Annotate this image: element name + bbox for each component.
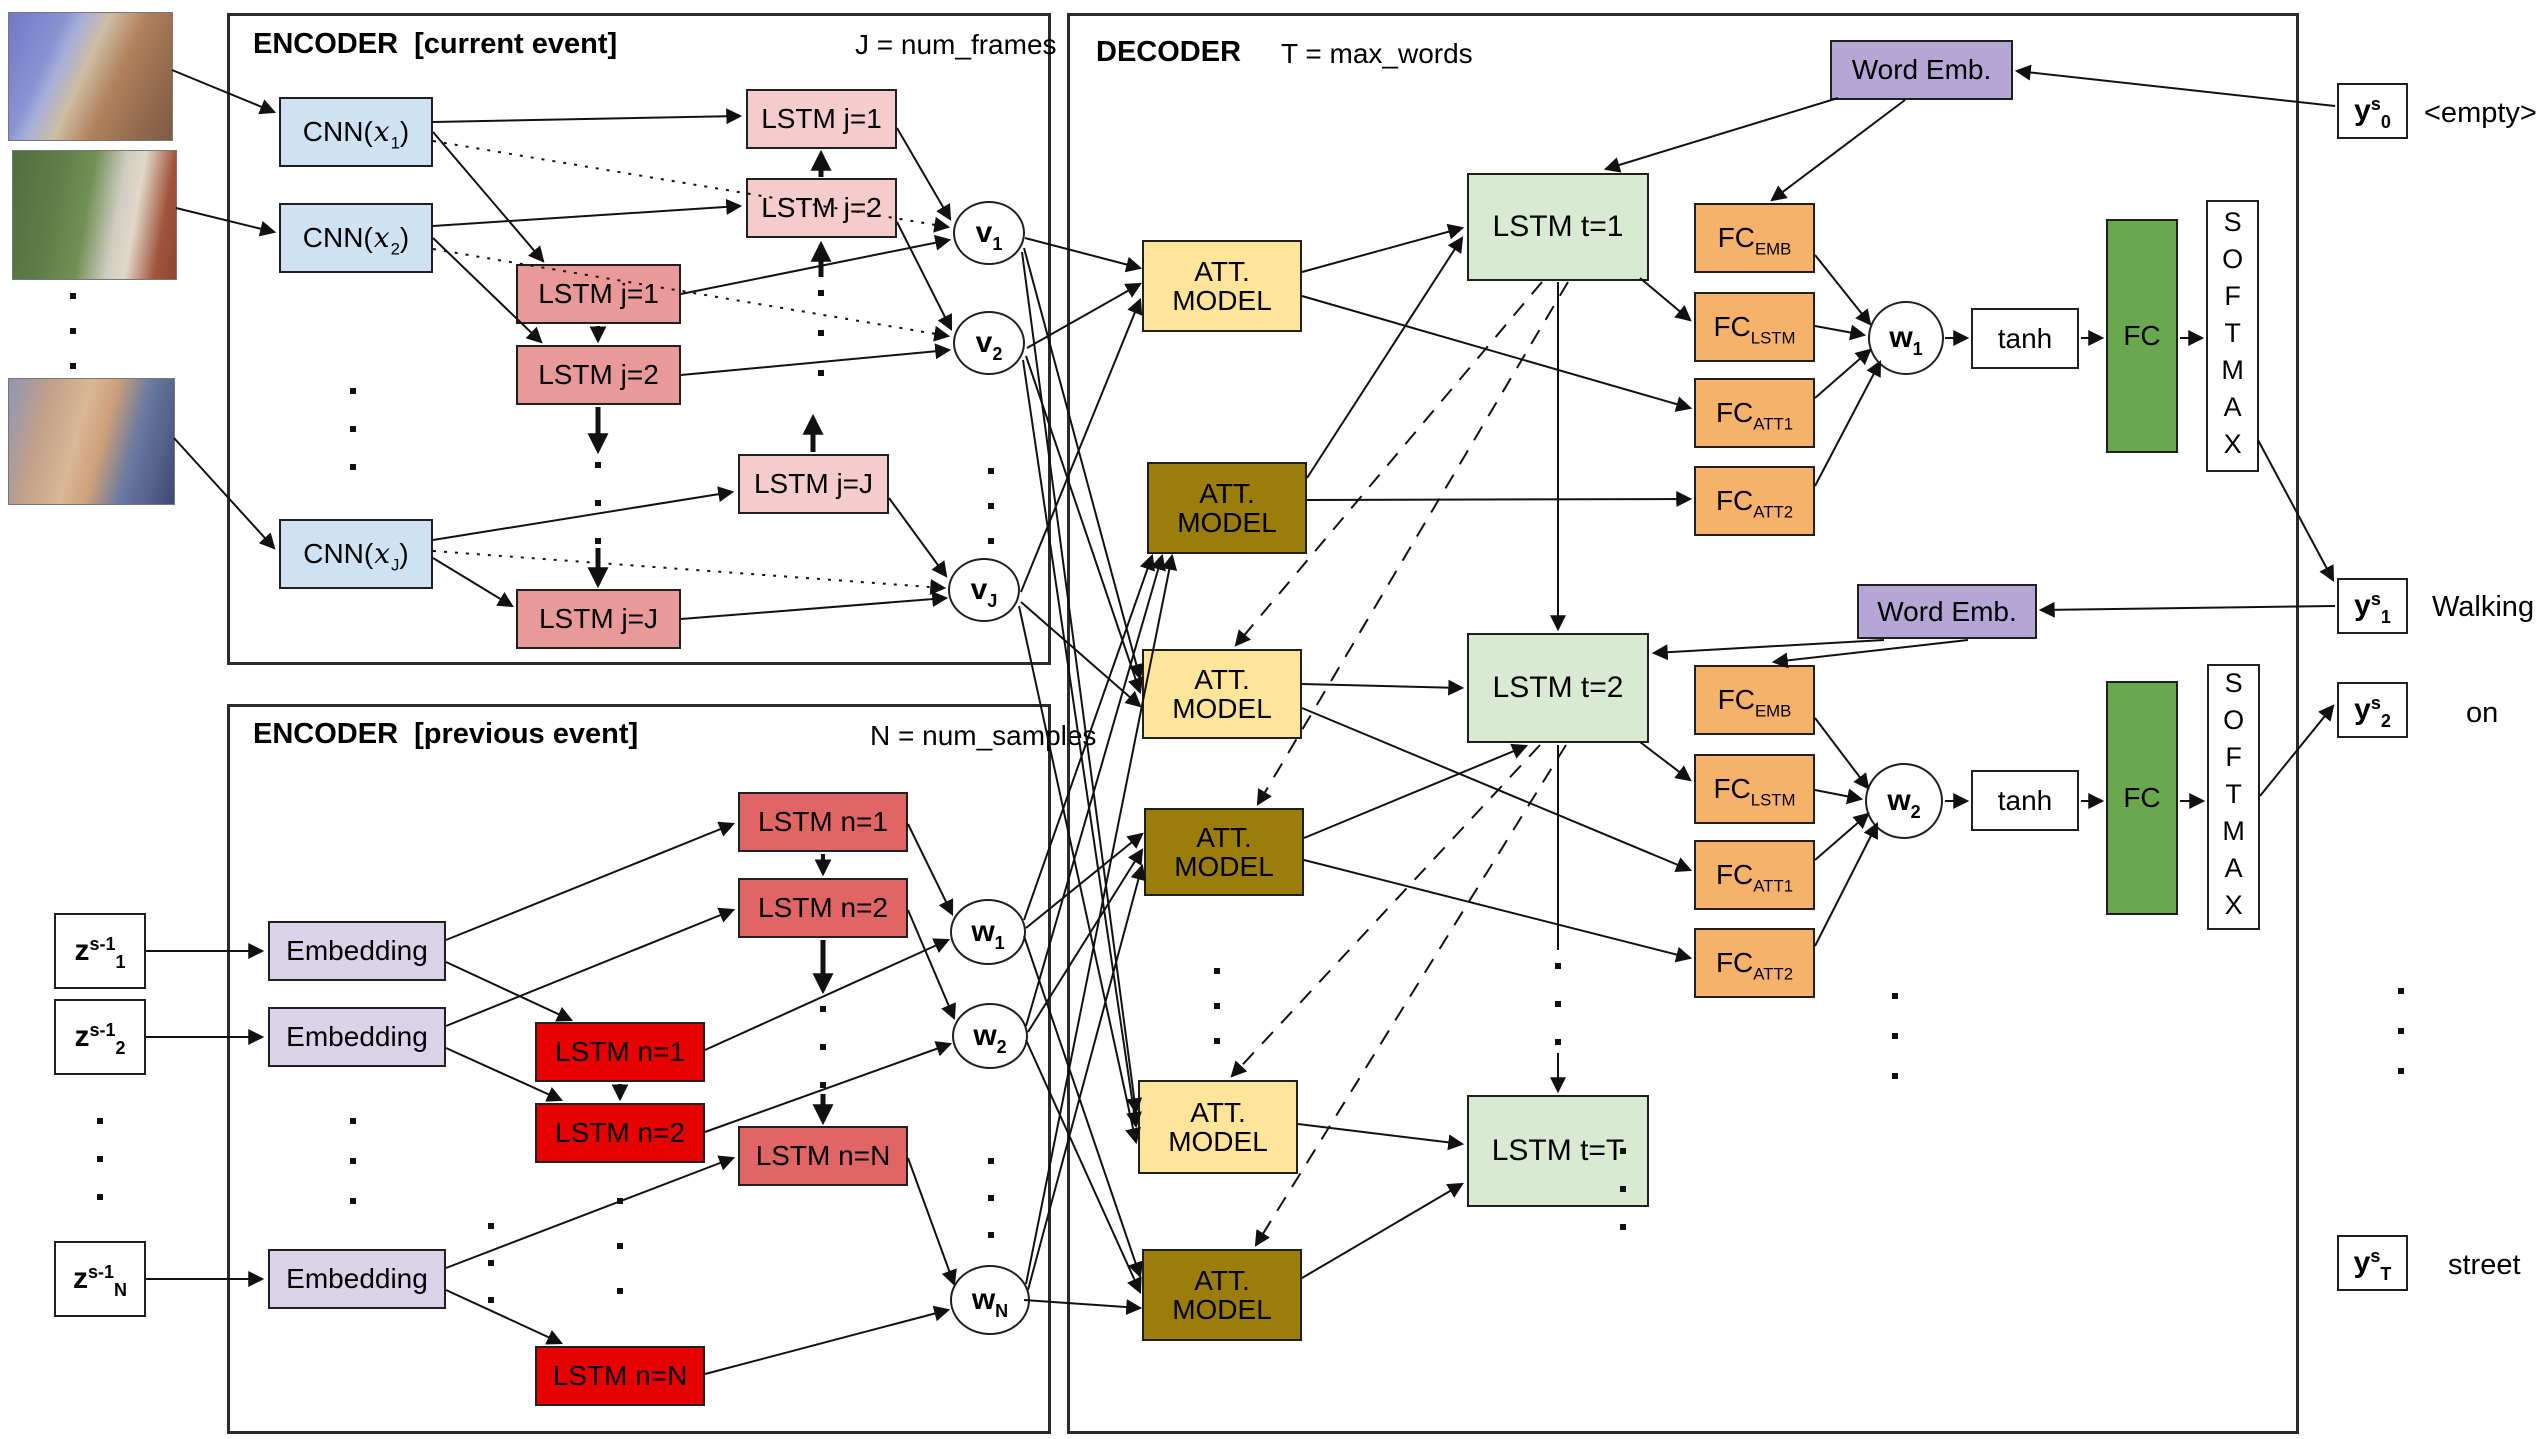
- fc-att2-1-box: FCATT2: [1694, 466, 1815, 536]
- encoder-current-param: J = num_frames: [855, 29, 1057, 60]
- output-word-empty: <empty>: [2424, 97, 2537, 129]
- fc-lstm-2-box: FCLSTM: [1694, 754, 1815, 824]
- lstm-t2-box: LSTM t=2: [1467, 633, 1649, 743]
- vJ-node: vJ: [948, 558, 1020, 622]
- fc-lstm-1-box: FCLSTM: [1694, 292, 1815, 362]
- embedding-N-box: Embedding: [268, 1249, 446, 1309]
- fc-att2-2-box: FCATT2: [1694, 928, 1815, 998]
- att-model-previous-2: ATT.MODEL: [1144, 808, 1304, 896]
- fc-emb-1-box: FCEMB: [1694, 203, 1815, 273]
- lstm-j1-backward-box: LSTM j=1: [746, 89, 897, 149]
- lstm-n1-backward-box: LSTM n=1: [738, 792, 908, 852]
- encoder-previous-pane: [227, 704, 1051, 1434]
- fc-final-2-box: FC: [2106, 681, 2178, 915]
- lstm-tT-box: LSTM t=T: [1467, 1095, 1649, 1207]
- embedding-2-box: Embedding: [268, 1007, 446, 1067]
- decoder-pane: [1067, 13, 2299, 1434]
- tanh-1-box: tanh: [1971, 308, 2079, 369]
- fc-att1-2-box: FCATT1: [1694, 840, 1815, 910]
- v2-node: v2: [953, 311, 1025, 375]
- cnn-x2-box: CNN(x2): [279, 203, 433, 273]
- lstm-nN-backward-box: LSTM n=N: [738, 1126, 908, 1186]
- v1-node: v1: [953, 201, 1025, 265]
- z-input-N-box: zs-1N: [54, 1241, 146, 1317]
- att-model-current-2: ATT.MODEL: [1142, 649, 1302, 739]
- video-frame-1: [8, 12, 173, 141]
- fc-emb-2-box: FCEMB: [1694, 665, 1815, 735]
- lstm-nN-forward-box: LSTM n=N: [535, 1346, 705, 1406]
- softmax-2-box: SOFTMAX: [2207, 664, 2260, 930]
- att-model-previous-1: ATT.MODEL: [1147, 462, 1307, 554]
- word-emb-1-box: Word Emb.: [1830, 40, 2013, 100]
- lstm-j2-backward-box: LSTM j=2: [746, 178, 897, 238]
- fc-final-1-box: FC: [2106, 219, 2178, 453]
- video-frame-3: [8, 378, 175, 505]
- z-input-1-box: zs-11: [54, 913, 146, 989]
- output-y0-box: ys0: [2337, 83, 2408, 139]
- z-input-2-box: zs-12: [54, 999, 146, 1075]
- fc-att1-1-box: FCATT1: [1694, 378, 1815, 448]
- output-word-walking: Walking: [2432, 591, 2535, 623]
- output-word-street: street: [2448, 1249, 2521, 1281]
- tanh-2-box: tanh: [1971, 770, 2079, 831]
- word-emb-2-box: Word Emb.: [1857, 584, 2037, 639]
- lstm-jJ-backward-box: LSTM j=J: [738, 454, 889, 514]
- video-frame-2: [12, 150, 177, 280]
- att-model-previous-3: ATT.MODEL: [1142, 1249, 1302, 1341]
- lstm-n2-backward-box: LSTM n=2: [738, 878, 908, 938]
- lstm-n1-forward-box: LSTM n=1: [535, 1022, 705, 1082]
- decoder-param: T = max_words: [1281, 38, 1473, 69]
- lstm-n2-forward-box: LSTM n=2: [535, 1103, 705, 1163]
- decoder-title: DECODER: [1096, 36, 1242, 68]
- output-y1-box: ys1: [2337, 578, 2408, 634]
- softmax-1-box: SOFTMAX: [2206, 200, 2259, 472]
- encoder-previous-title: ENCODER [previous event]: [253, 718, 639, 750]
- output-yT-box: ysT: [2337, 1235, 2408, 1291]
- lstm-t1-box: LSTM t=1: [1467, 173, 1649, 281]
- w2-node: w2: [952, 1003, 1028, 1069]
- output-word-on: on: [2466, 697, 2499, 729]
- embedding-1-box: Embedding: [268, 921, 446, 981]
- lstm-jJ-forward-box: LSTM j=J: [516, 589, 681, 649]
- att-model-current-3: ATT.MODEL: [1138, 1080, 1298, 1174]
- att-model-current-1: ATT.MODEL: [1142, 240, 1302, 332]
- encoder-current-title: ENCODER [current event]: [253, 28, 618, 60]
- lstm-j1-forward-box: LSTM j=1: [516, 264, 681, 324]
- cnn-x1-box: CNN(x1): [279, 97, 433, 167]
- output-y2-box: ys2: [2337, 682, 2408, 738]
- ellipsis-dots: [70, 290, 2404, 1303]
- w1-node: w1: [950, 899, 1026, 965]
- cnn-xJ-box: CNN(xJ): [279, 519, 433, 589]
- lstm-j2-forward-box: LSTM j=2: [516, 345, 681, 405]
